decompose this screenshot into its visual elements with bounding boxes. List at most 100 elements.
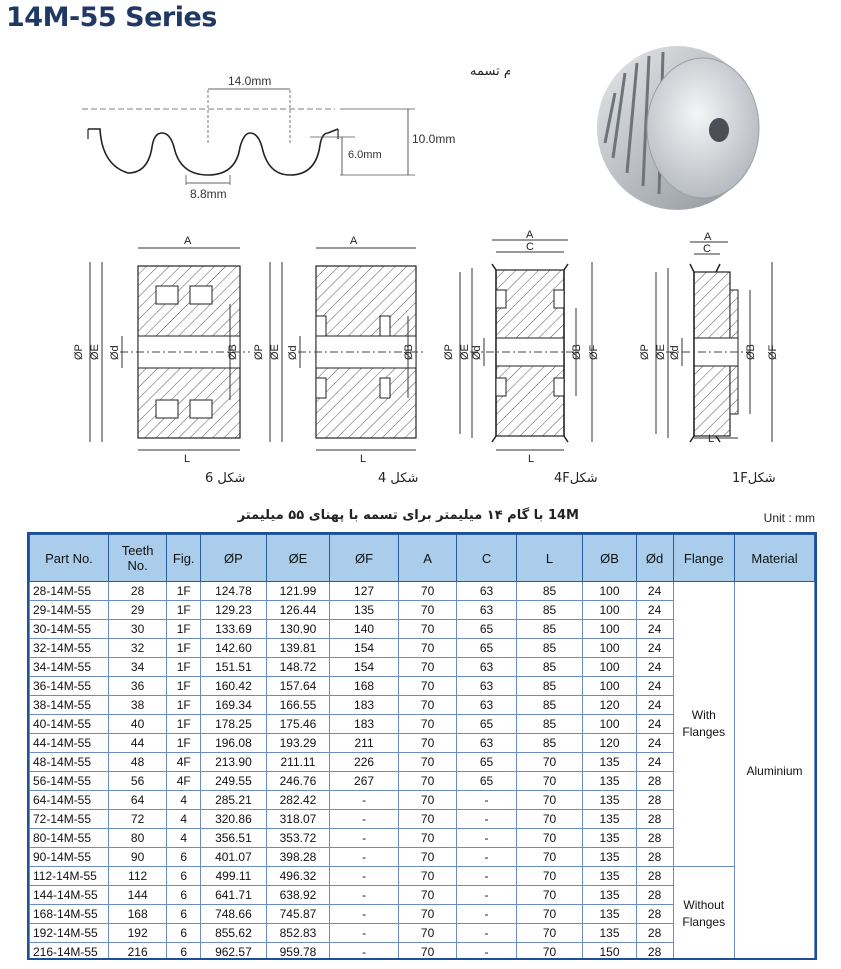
column-header: ØP	[200, 534, 267, 582]
table-cell: 193.29	[265, 733, 331, 753]
table-cell: -	[456, 866, 517, 886]
table-cell: 855.62	[200, 923, 267, 943]
table-cell: 70	[397, 600, 458, 620]
table-cell: 24	[635, 714, 674, 734]
table-cell: 24	[635, 695, 674, 715]
table-cell: 211	[329, 733, 399, 753]
svg-text:ØB: ØB	[745, 344, 757, 360]
svg-text:Ød: Ød	[109, 345, 121, 360]
table-cell: 24	[635, 657, 674, 677]
table-cell: 1F	[166, 619, 202, 639]
table-cell: 100	[582, 638, 637, 658]
table-cell: 320.86	[200, 809, 267, 829]
table-cell: 85	[515, 657, 584, 677]
table-cell: 157.64	[265, 676, 331, 696]
figure-1f: A C L ØP ØE Ød ØB ØF شکل1F	[639, 231, 779, 486]
pitch-dimension: 14.0mm	[228, 74, 271, 88]
table-cell: 318.07	[265, 809, 331, 829]
table-cell: -	[456, 847, 517, 867]
unit-label: Unit : mm	[763, 511, 815, 525]
table-cell: 80	[107, 828, 168, 848]
table-cell: 34	[107, 657, 168, 677]
table-cell: 28	[635, 904, 674, 924]
table-cell: 24	[635, 638, 674, 658]
svg-text:ØE: ØE	[655, 344, 667, 360]
page-title: 14M-55 Series	[6, 2, 217, 33]
table-cell: 1F	[166, 695, 202, 715]
table-cell: 80-14M-55	[29, 828, 109, 848]
table-cell: 4F	[166, 771, 202, 791]
table-cell: -	[456, 885, 517, 905]
table-cell: 127	[329, 581, 399, 601]
table-cell: 85	[515, 676, 584, 696]
column-header: ØF	[329, 534, 399, 582]
table-cell: 129.23	[200, 600, 267, 620]
table-cell: 401.07	[200, 847, 267, 867]
table-cell: -	[329, 904, 399, 924]
belt-form-label: فرم تسمه	[470, 64, 510, 79]
table-cell: 150	[582, 942, 637, 958]
table-cell: 135	[582, 885, 637, 905]
table-cell: -	[329, 847, 399, 867]
table-cell: 70	[515, 828, 584, 848]
table-cell: 24	[635, 581, 674, 601]
table-cell: 282.42	[265, 790, 331, 810]
table-cell: 121.99	[265, 581, 331, 601]
table-cell: 135	[329, 600, 399, 620]
flange-label-line2: Flanges	[682, 915, 726, 929]
table-cell: 70	[515, 752, 584, 772]
table-cell: -	[329, 942, 399, 958]
figure-6-caption: شکل 6	[205, 471, 245, 486]
table-cell: 135	[582, 847, 637, 867]
table-cell: -	[456, 790, 517, 810]
table-cell: 226	[329, 752, 399, 772]
table-cell: 100	[582, 676, 637, 696]
table-cell: 499.11	[200, 866, 267, 886]
table-cell: 356.51	[200, 828, 267, 848]
table-cell: 267	[329, 771, 399, 791]
table-cell: 100	[582, 581, 637, 601]
table-cell: 70	[515, 923, 584, 943]
table-cell: 28	[635, 771, 674, 791]
svg-text:ØP: ØP	[73, 344, 85, 360]
table-cell: 1F	[166, 733, 202, 753]
table-cell: 44-14M-55	[29, 733, 109, 753]
table-cell: 1F	[166, 714, 202, 734]
table-cell: 353.72	[265, 828, 331, 848]
svg-text:ØB: ØB	[571, 344, 583, 360]
table-cell: 126.44	[265, 600, 331, 620]
table-cell: 85	[515, 638, 584, 658]
table-cell: 1F	[166, 638, 202, 658]
table-cell: 135	[582, 752, 637, 772]
table-cell: 70	[397, 923, 458, 943]
table-cell: 70	[397, 676, 458, 696]
table-cell: -	[456, 923, 517, 943]
table-cell: 65	[456, 771, 517, 791]
table-cell: 1F	[166, 581, 202, 601]
material-cell: Aluminium	[734, 581, 815, 958]
table-cell: 70	[515, 904, 584, 924]
table-cell: 112-14M-55	[29, 866, 109, 886]
table-cell: 4	[166, 809, 202, 829]
table-cell: 100	[582, 600, 637, 620]
table-cell: 192-14M-55	[29, 923, 109, 943]
column-header: Part No.	[29, 534, 109, 582]
table-cell: 65	[456, 752, 517, 772]
table-cell: 213.90	[200, 752, 267, 772]
table-cell: 130.90	[265, 619, 331, 639]
svg-text:L: L	[360, 453, 366, 465]
table-cell: 169.34	[200, 695, 267, 715]
table-cell: 28	[107, 581, 168, 601]
table-cell: 748.66	[200, 904, 267, 924]
table-cell: 28	[635, 885, 674, 905]
table-cell: 168	[329, 676, 399, 696]
figure-1f-caption: شکل1F	[732, 471, 776, 486]
table-cell: 166.55	[265, 695, 331, 715]
svg-text:ØF: ØF	[588, 344, 600, 360]
table-cell: 135	[582, 790, 637, 810]
